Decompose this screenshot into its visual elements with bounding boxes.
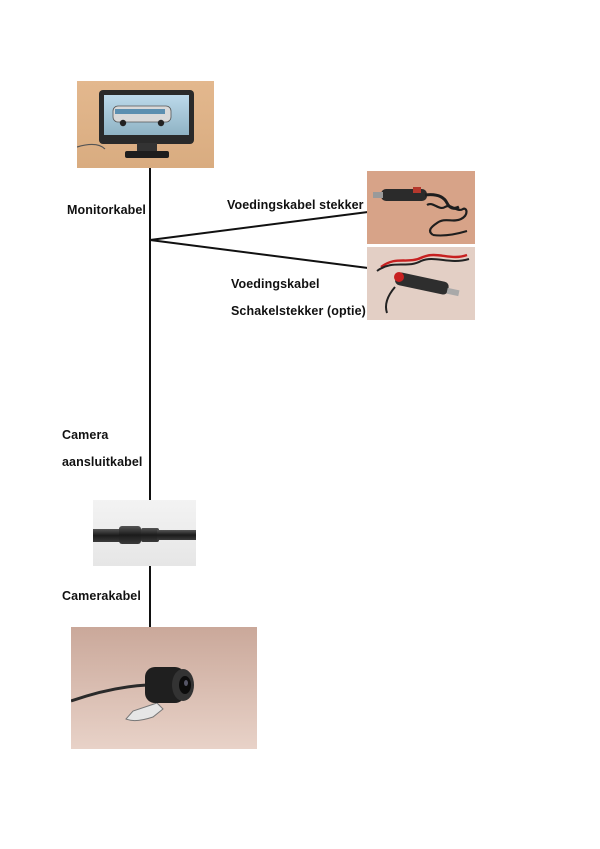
- monitor-cable-label: Monitorkabel: [67, 203, 146, 217]
- power-plug-label: Voedingskabel stekker: [227, 198, 364, 212]
- cable-connector-photo: [93, 500, 196, 566]
- monitor-photo: [77, 81, 214, 168]
- camera-connect-label-line2: aansluitkabel: [62, 455, 143, 469]
- power-switch-label-line2: Schakelstekker (optie): [231, 304, 366, 318]
- camera-cable-label: Camerakabel: [62, 589, 141, 603]
- switch-plug-photo: [367, 247, 475, 320]
- switch-plug-wire: [149, 239, 369, 269]
- cigarette-plug-photo: [367, 171, 475, 244]
- power-switch-label-line1: Voedingskabel: [231, 277, 320, 291]
- camera-connect-label-line1: Camera: [62, 428, 109, 442]
- camera-photo: [71, 627, 257, 749]
- power-plug-wire: [149, 211, 369, 241]
